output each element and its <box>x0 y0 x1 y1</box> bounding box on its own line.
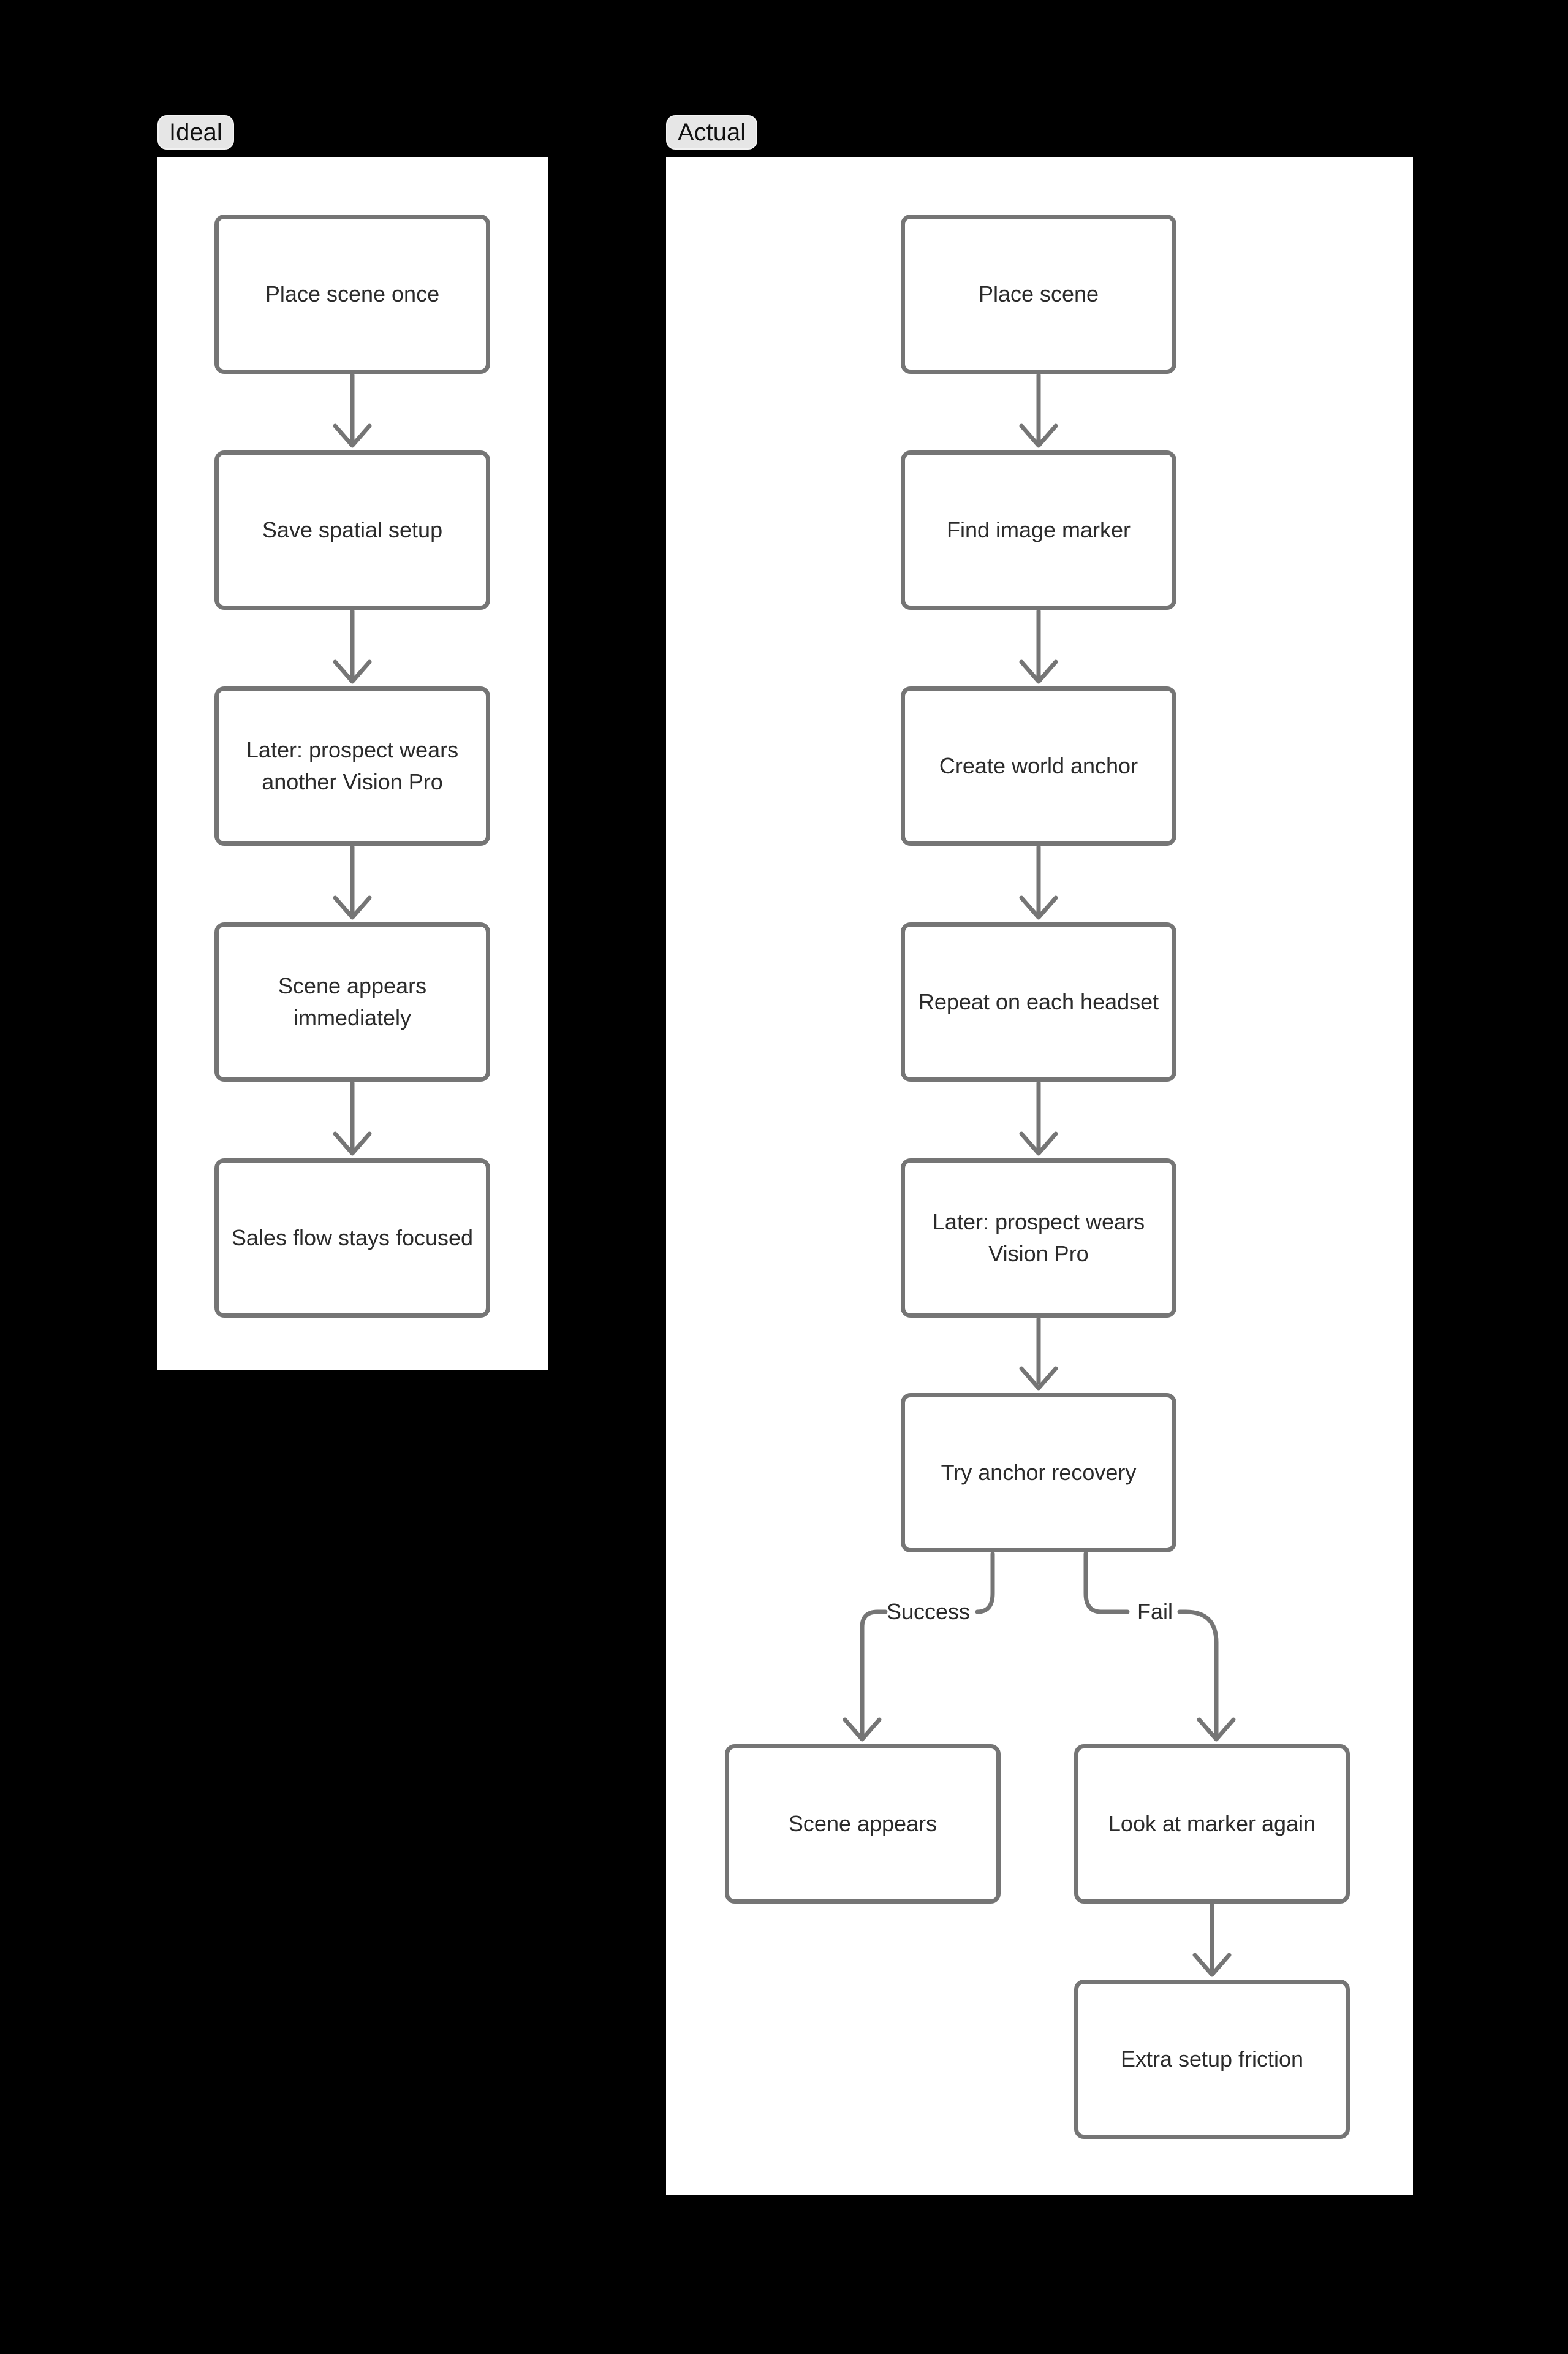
node-place-scene: Place scene <box>901 215 1176 374</box>
node-scene-appears: Scene appears <box>725 1744 1001 1904</box>
edge-label-success: Success <box>886 1599 971 1624</box>
edge-label-fail: Fail <box>1137 1599 1173 1624</box>
node-look-at-marker-again: Look at marker again <box>1074 1744 1350 1904</box>
node-try-anchor-recovery: Try anchor recovery <box>901 1393 1176 1552</box>
node-create-world-anchor: Create world anchor <box>901 686 1176 846</box>
tab-actual: Actual <box>666 115 758 150</box>
node-find-image-marker: Find image marker <box>901 450 1176 610</box>
node-later-prospect-wears-vision-pro: Later: prospect wears Vision Pro <box>901 1158 1176 1318</box>
tab-ideal: Ideal <box>157 115 234 150</box>
node-later-prospect-wears-another-vision-pro: Later: prospect wears another Vision Pro <box>214 686 490 846</box>
node-extra-setup-friction: Extra setup friction <box>1074 1980 1350 2139</box>
node-sales-flow-stays-focused: Sales flow stays focused <box>214 1158 490 1318</box>
node-save-spatial-setup: Save spatial setup <box>214 450 490 610</box>
node-place-scene-once: Place scene once <box>214 215 490 374</box>
node-scene-appears-immediately: Scene appears immediately <box>214 922 490 1082</box>
node-repeat-on-each-headset: Repeat on each headset <box>901 922 1176 1082</box>
